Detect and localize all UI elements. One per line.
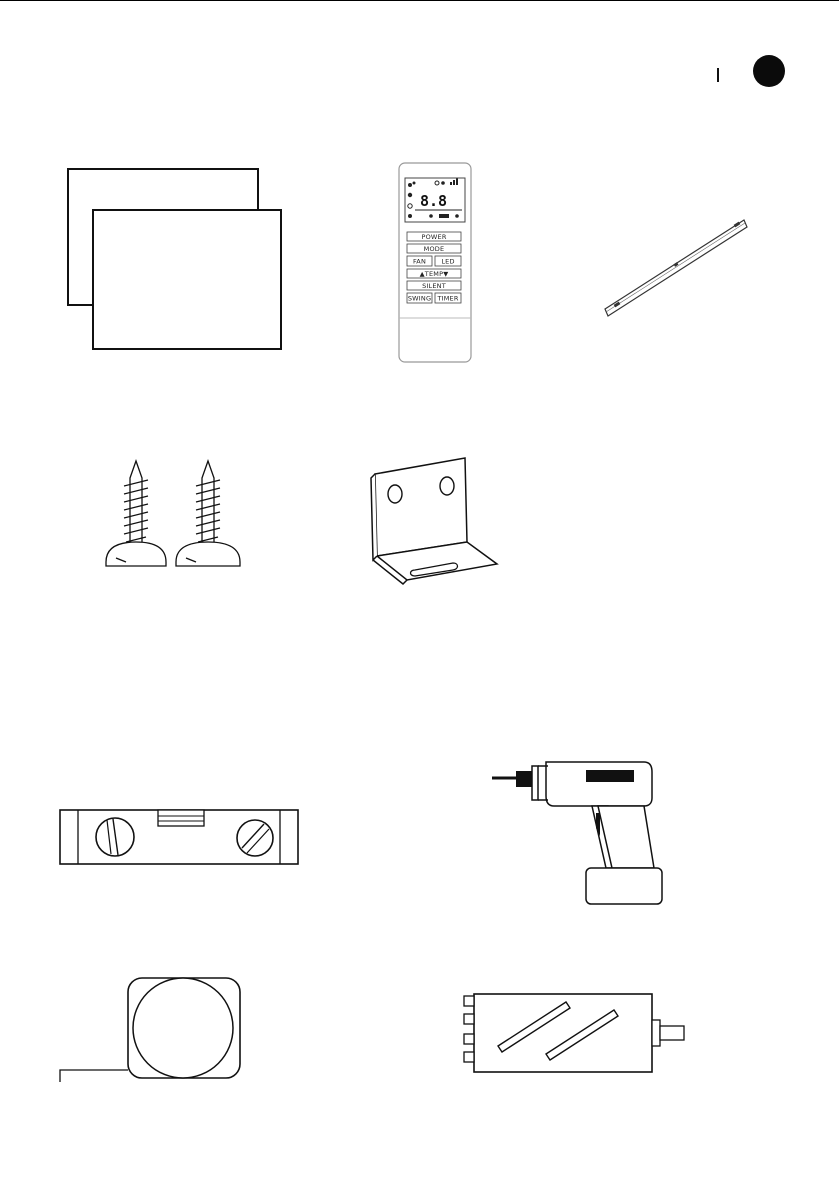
l-bracket-icon: [355, 452, 505, 588]
remote-lcd: 8.8: [405, 178, 465, 222]
manual-sheets-icon: [60, 160, 300, 360]
top-rule: [0, 0, 839, 1]
swing-button[interactable]: SWING: [407, 293, 432, 303]
svg-text:POWER: POWER: [421, 233, 446, 241]
screws-icon: [100, 458, 260, 574]
silent-button[interactable]: SILENT: [407, 281, 461, 290]
power-button[interactable]: POWER: [407, 232, 461, 241]
fan-button[interactable]: FAN: [407, 256, 432, 266]
stud-finder-icon: [460, 988, 690, 1078]
mounting-bar-icon: [600, 215, 750, 325]
spirit-level-icon: [58, 806, 300, 868]
svg-text:SILENT: SILENT: [422, 282, 446, 290]
screw-right: [176, 461, 240, 566]
svg-text:▲TEMP▼: ▲TEMP▼: [420, 270, 449, 278]
screw-left: [106, 461, 166, 566]
remote-control-icon: 8.8 POWER MODE FAN LED ▲TEMP▼ SILENT SWI…: [395, 160, 475, 366]
mode-button[interactable]: MODE: [407, 244, 461, 253]
page-marker-dot: [753, 55, 785, 87]
svg-text:MODE: MODE: [424, 245, 445, 253]
svg-text:FAN: FAN: [413, 258, 426, 266]
header-divider: [717, 68, 719, 82]
svg-text:SWING: SWING: [408, 295, 431, 303]
timer-button[interactable]: TIMER: [435, 293, 461, 303]
led-button[interactable]: LED: [435, 256, 461, 266]
temp-button[interactable]: ▲TEMP▼: [407, 269, 461, 278]
svg-text:LED: LED: [441, 258, 454, 266]
power-drill-icon: [488, 758, 668, 908]
tape-measure-icon: [56, 975, 246, 1085]
remote-lcd-digits: 8.8: [420, 192, 447, 210]
svg-text:TIMER: TIMER: [436, 295, 458, 303]
